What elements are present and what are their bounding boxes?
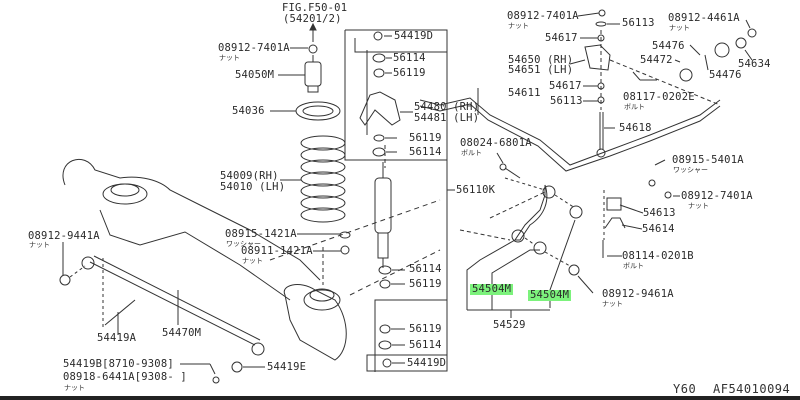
part-56119-d[interactable]: 56119: [409, 323, 442, 335]
part-54529[interactable]: 54529: [493, 319, 526, 331]
bolt-icon-2: [496, 152, 521, 179]
trailing-arm-icon: [459, 177, 594, 318]
part-08915-5401A[interactable]: 08915-5401A: [672, 154, 744, 166]
bolt-icon: [102, 258, 136, 335]
part-54650-rh[interactable]: 54650 (RH): [508, 54, 574, 66]
nut-sublabel: ナット: [64, 384, 85, 392]
nut-sublabel: ナット: [669, 24, 690, 32]
part-08114-0201B[interactable]: 08114-0201B: [622, 250, 694, 262]
part-56114-b[interactable]: 56114: [409, 146, 442, 158]
part-54481-lh[interactable]: 54481 (LH): [414, 112, 480, 124]
nut-icon-4: [180, 361, 265, 384]
part-54419D-top[interactable]: 54419D: [394, 30, 434, 42]
part-54419E[interactable]: 54419E: [267, 361, 307, 373]
part-54419A[interactable]: 54419A: [97, 332, 137, 344]
bump-stopper-icon: [278, 55, 322, 93]
nut-icon-2: [313, 245, 350, 255]
stabilizer-link-icon: [596, 30, 615, 158]
link-hardware-icons: [569, 9, 721, 106]
nut-icon: [290, 44, 318, 54]
nut-sublabel: ナット: [242, 257, 263, 265]
part-56113-top[interactable]: 56113: [622, 17, 655, 29]
part-54419D-bottom[interactable]: 54419D: [407, 357, 447, 369]
part-56114-d[interactable]: 56114: [409, 339, 442, 351]
part-56119-c[interactable]: 56119: [409, 278, 442, 290]
bottom-border: [0, 396, 800, 400]
bushings-icons: [359, 31, 413, 168]
washer-sublabel: ワッシャー: [226, 240, 261, 248]
part-08912-7401A-low[interactable]: 08912-7401A: [681, 190, 753, 202]
nut-sublabel: ナット: [602, 300, 623, 308]
figure-code: AF54010094: [713, 382, 791, 396]
fig-ref-label[interactable]: FIG.F50-01: [282, 2, 348, 14]
part-54504M-highlighted-b[interactable]: 54504M: [528, 289, 572, 301]
stabilizer-clamp-icons: [602, 159, 680, 258]
part-08915-1421A[interactable]: 08915-1421A: [225, 228, 297, 240]
bolt-sublabel: ボルト: [461, 149, 482, 157]
part-54611[interactable]: 54611: [508, 87, 541, 99]
part-54476-a[interactable]: 54476: [652, 40, 685, 52]
part-56119-a[interactable]: 56119: [393, 67, 426, 79]
bushings-right-icons: [674, 19, 757, 82]
part-54009-rh[interactable]: 54009(RH): [220, 170, 279, 182]
bolt-sublabel: ボルト: [623, 262, 644, 270]
part-54419B[interactable]: 54419B[8710-9308]: [63, 358, 174, 370]
model-code: Y60: [673, 382, 697, 396]
part-54617-bottom[interactable]: 54617: [549, 80, 582, 92]
part-54651-lh[interactable]: 54651 (LH): [508, 64, 574, 76]
bolt-sublabel: ボルト: [624, 103, 645, 111]
shock-kit-box: [344, 29, 455, 372]
part-56110K[interactable]: 56110K: [456, 184, 496, 196]
fig-ref-sub-label: (54201/2): [283, 13, 342, 25]
nut-sublabel: ナット: [29, 241, 50, 249]
part-54472[interactable]: 54472: [640, 54, 673, 66]
part-54634[interactable]: 54634: [738, 58, 771, 70]
part-08912-7401A-right[interactable]: 08912-7401A: [507, 10, 579, 22]
washer-sublabel: ワッシャー: [673, 166, 708, 174]
nut-sublabel: ナット: [688, 202, 709, 210]
part-54476-b[interactable]: 54476: [709, 69, 742, 81]
nut-sublabel: ナット: [219, 54, 240, 62]
axle-housing-icon: [62, 158, 347, 361]
part-08918-6441A[interactable]: 08918-6441A[9308- ]: [63, 371, 187, 383]
part-54614[interactable]: 54614: [642, 223, 675, 235]
part-08911-1421A[interactable]: 08911-1421A: [241, 245, 313, 257]
spring-seat-icon: [270, 101, 341, 121]
part-54036[interactable]: 54036: [232, 105, 265, 117]
part-56114-a[interactable]: 56114: [393, 52, 426, 64]
part-54480-rh[interactable]: 54480 (RH): [414, 101, 480, 113]
part-54470M[interactable]: 54470M: [162, 327, 202, 339]
stabilizer-bar-icon: [419, 88, 721, 172]
lateral-rod-icon: [81, 255, 265, 356]
part-08912-7401A-top[interactable]: 08912-7401A: [218, 42, 290, 54]
part-54050M[interactable]: 54050M: [235, 69, 275, 81]
nut-icon-3: [59, 242, 86, 286]
part-54504M-highlighted-a[interactable]: 54504M: [470, 283, 514, 295]
part-54617-top[interactable]: 54617: [545, 32, 578, 44]
part-56114-c[interactable]: 56114: [409, 263, 442, 275]
part-08912-4461A[interactable]: 08912-4461A: [668, 12, 740, 24]
part-54613[interactable]: 54613: [643, 207, 676, 219]
part-08024-6801A[interactable]: 08024-6801A: [460, 137, 532, 149]
part-08912-9441A[interactable]: 08912-9441A: [28, 230, 100, 242]
part-56113-bottom[interactable]: 56113: [550, 95, 583, 107]
part-54010-lh[interactable]: 54010 (LH): [220, 181, 286, 193]
shock-absorber-icon: [374, 162, 392, 268]
fig-ref-arrow: [309, 22, 317, 42]
part-08912-9461A[interactable]: 08912-9461A: [602, 288, 674, 300]
part-56119-b[interactable]: 56119: [409, 132, 442, 144]
coil-spring-icon: [280, 135, 346, 223]
bushings-lower-icons: [378, 265, 405, 368]
part-08117-0202E[interactable]: 08117-0202E: [623, 91, 695, 103]
part-54618[interactable]: 54618: [619, 122, 652, 134]
nut-sublabel: ナット: [508, 22, 529, 30]
